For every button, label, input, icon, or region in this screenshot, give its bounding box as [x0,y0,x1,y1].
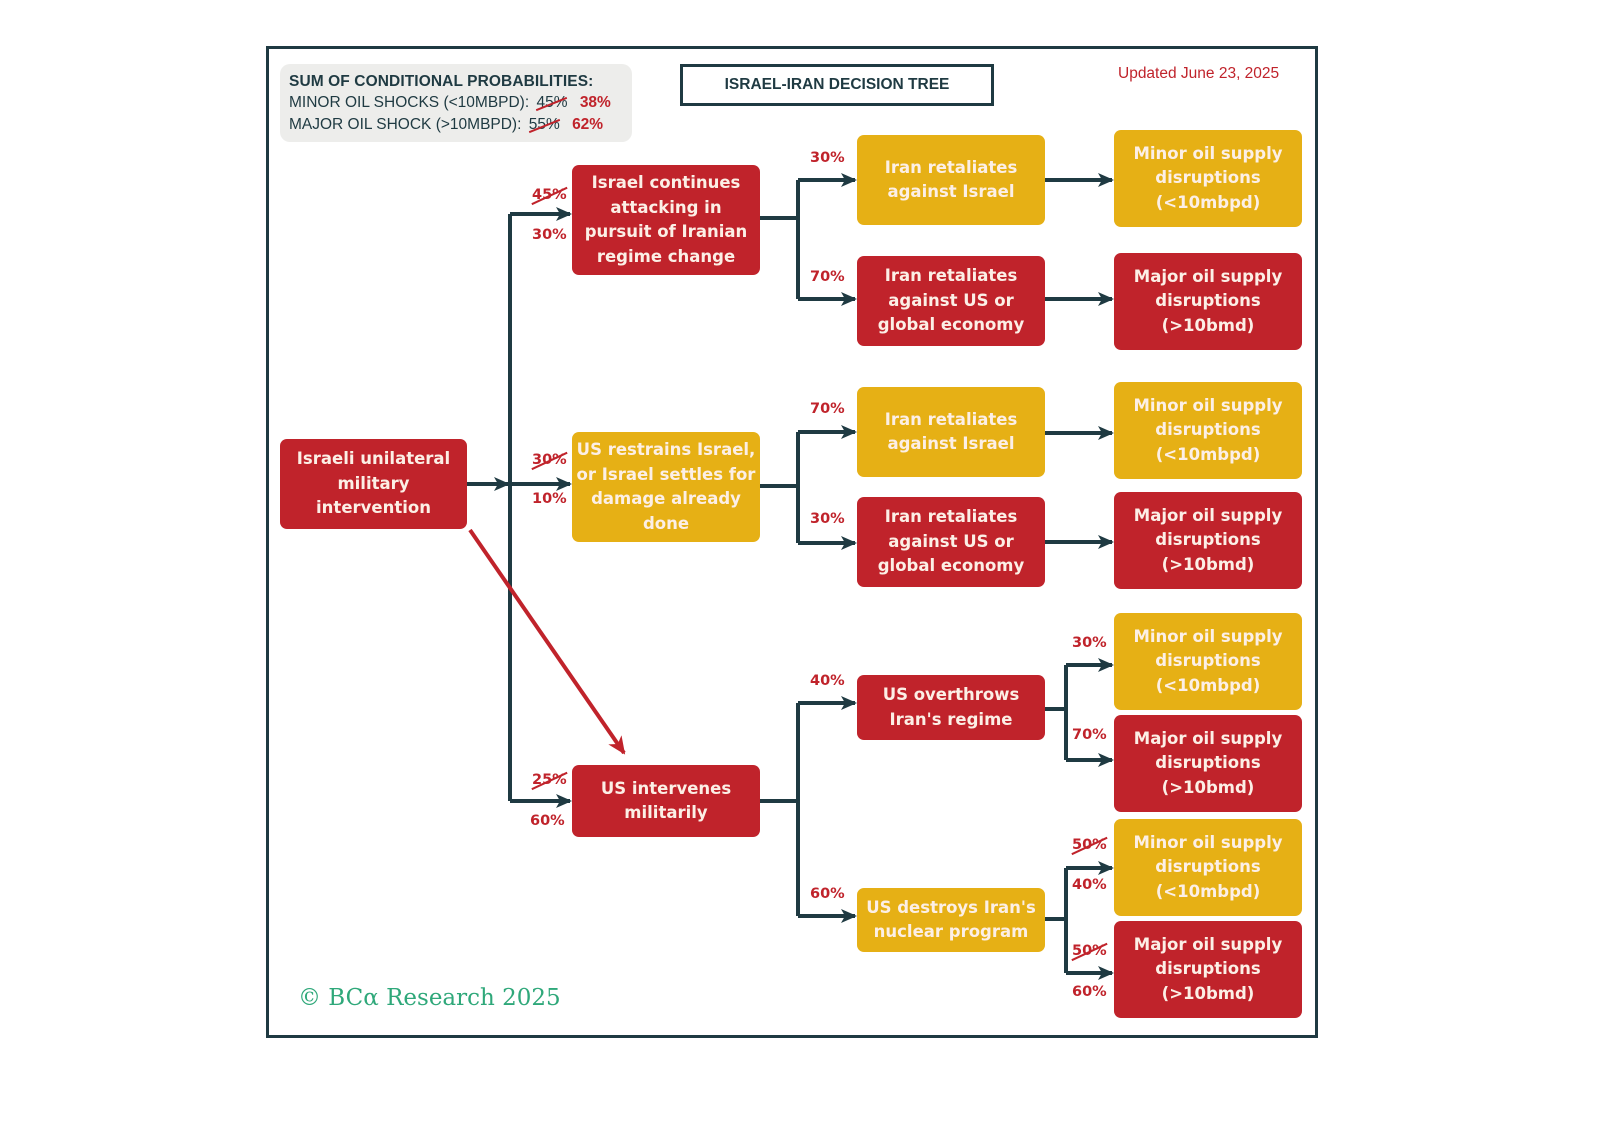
summary-row-minor: MINOR OIL SHOCKS (<10MBPD): 45% 38% [289,92,623,114]
prob-old-b3: 25% [532,772,567,788]
prob-new-b1: 30% [532,227,567,243]
prob-old-b2: 30% [532,452,567,468]
node-us-restrains: US restrains Israel, or Israel settles f… [572,432,760,542]
copyright-footer: © BCα Research 2025 [298,985,561,1011]
node-b1-retaliate-israel: Iran retaliates against Israel [857,135,1045,225]
outcome-minor-1: Minor oil supply disruptions (<10mbpd) [1114,130,1302,227]
summary-label: MINOR OIL SHOCKS (<10MBPD): [289,94,530,111]
prob-b3a: 40% [810,673,845,689]
summary-old-value: 55% [528,116,560,133]
prob-b2a: 70% [810,401,845,417]
updated-date: Updated June 23, 2025 [1118,65,1280,82]
summary-row-major: MAJOR OIL SHOCK (>10MBPD): 55% 62% [289,114,623,136]
outcome-major-3: Major oil supply disruptions (>10bmd) [1114,715,1302,812]
prob-old-b1: 45% [532,187,567,203]
outcome-minor-4: Minor oil supply disruptions (<10mbpd) [1114,819,1302,916]
outcome-major-2: Major oil supply disruptions (>10bmd) [1114,492,1302,589]
prob-old-o8: 50% [1072,943,1107,959]
summary-heading: SUM OF CONDITIONAL PROBABILITIES: [289,73,594,90]
node-us-destroys-nuclear: US destroys Iran's nuclear program [857,888,1045,952]
node-us-intervenes: US intervenes militarily [572,765,760,837]
node-b2-retaliate-israel: Iran retaliates against Israel [857,387,1045,477]
prob-new-b3: 60% [530,813,565,829]
prob-b3b: 60% [810,886,845,902]
prob-new-o7: 40% [1072,877,1107,893]
prob-o6: 70% [1072,727,1107,743]
probability-summary: SUM OF CONDITIONAL PROBABILITIES: MINOR … [280,64,632,142]
prob-new-b2: 10% [532,491,567,507]
prob-b1a: 30% [810,150,845,166]
outcome-major-1: Major oil supply disruptions (>10bmd) [1114,253,1302,350]
summary-label: MAJOR OIL SHOCK (>10MBPD): [289,116,522,133]
node-b1-retaliate-us: Iran retaliates against US or global eco… [857,256,1045,346]
prob-b2b: 30% [810,511,845,527]
node-us-overthrows: US overthrows Iran's regime [857,675,1045,740]
prob-old-o7: 50% [1072,837,1107,853]
node-root: Israeli unilateral military intervention [280,439,467,529]
node-b2-retaliate-us: Iran retaliates against US or global eco… [857,497,1045,587]
diagram-title: ISRAEL-IRAN DECISION TREE [680,64,994,106]
node-israel-continues: Israel continues attacking in pursuit of… [572,165,760,275]
summary-new-value: 38% [579,94,611,111]
prob-new-o8: 60% [1072,984,1107,1000]
outcome-minor-2: Minor oil supply disruptions (<10mbpd) [1114,382,1302,479]
summary-new-value: 62% [572,116,604,133]
outcome-major-4: Major oil supply disruptions (>10bmd) [1114,921,1302,1018]
outcome-minor-3: Minor oil supply disruptions (<10mbpd) [1114,613,1302,710]
prob-b1b: 70% [810,269,845,285]
summary-old-value: 45% [536,94,568,111]
prob-o5: 30% [1072,635,1107,651]
